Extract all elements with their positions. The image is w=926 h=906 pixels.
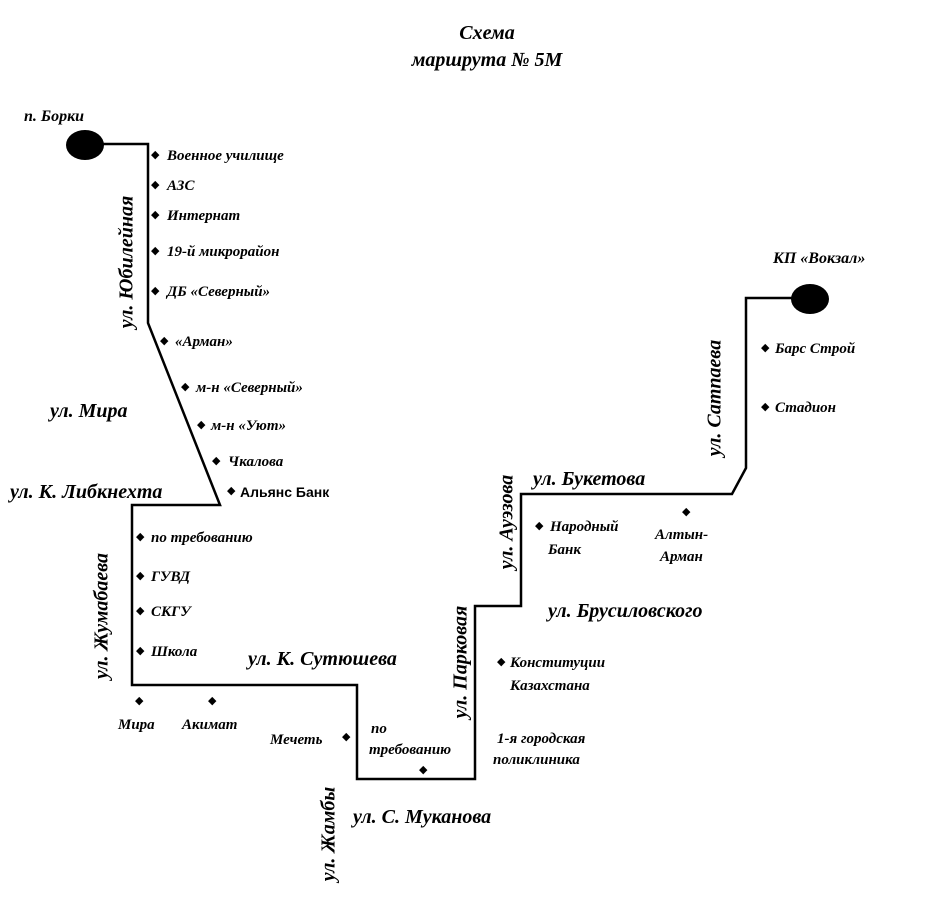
start-terminal-marker — [66, 130, 104, 160]
street-parkovaya: ул. Парковая — [449, 605, 472, 719]
stop-poliklinika-l2: поликлиника — [493, 752, 580, 768]
street-sutyusheva: ул. К. Сутюшева — [248, 648, 397, 670]
stop-po-treb-2-l2: требованию — [369, 742, 452, 758]
stop-dot: ◆ — [181, 381, 190, 393]
stop-dot: ◆ — [227, 485, 236, 497]
stop-dot: ◆ — [136, 531, 145, 543]
stop-dot: ◆ — [761, 401, 770, 413]
stop-po-treb-1: по требованию — [151, 530, 253, 546]
stop-konst-l1: Конституции — [510, 655, 606, 671]
stop-dot: ◆ — [212, 455, 221, 467]
stop-skgu: СКГУ — [151, 604, 191, 620]
map-title-line1: Схема — [459, 22, 515, 44]
stop-mechet: Мечеть — [270, 732, 323, 748]
street-zhumabaeva: ул. Жумабаева — [90, 552, 113, 680]
stop-dot: ◆ — [761, 342, 770, 354]
stop-dot: ◆ — [136, 570, 145, 582]
stop-azs: АЗС — [167, 178, 195, 194]
stop-dot: ◆ — [682, 506, 691, 518]
stop-dot: ◆ — [151, 179, 160, 191]
street-auezova: ул. Ауэзова — [495, 474, 518, 570]
street-liebknecht: ул. К. Либкнехта — [10, 481, 163, 503]
stop-dot: ◆ — [160, 335, 169, 347]
stop-dot: ◆ — [151, 245, 160, 257]
stop-severny: м-н «Северный» — [196, 380, 303, 396]
stop-voennoe: Военное училище — [167, 148, 284, 164]
stop-stadion: Стадион — [775, 400, 836, 416]
stop-dot: ◆ — [135, 695, 144, 707]
end-terminal-marker — [791, 284, 829, 314]
stop-internat: Интернат — [167, 208, 241, 224]
stop-akimat: Акимат — [182, 717, 238, 733]
stop-dot: ◆ — [497, 656, 506, 668]
stop-shkola: Школа — [151, 644, 198, 660]
stop-dot: ◆ — [419, 764, 428, 776]
stop-narodny-l2: Банк — [548, 542, 581, 558]
stop-altyn-l1: Алтын- — [655, 527, 709, 543]
street-mukanova: ул. С. Муканова — [353, 806, 492, 828]
street-satpaeva: ул. Сатпаева — [703, 339, 726, 457]
stop-bars: Барс Строй — [775, 341, 856, 357]
terminal-start-label: п. Борки — [24, 108, 85, 125]
stop-dot: ◆ — [151, 285, 160, 297]
stop-dot: ◆ — [197, 419, 206, 431]
stop-dot: ◆ — [136, 645, 145, 657]
stop-narodny-l1: Народный — [550, 519, 619, 535]
stop-mkr19: 19-й микрорайон — [167, 244, 280, 260]
street-mira: ул. Мира — [50, 400, 128, 422]
stop-konst-l2: Казахстана — [510, 678, 590, 694]
stop-arman: «Арман» — [175, 334, 233, 350]
stop-alyans: Альянс Банк — [240, 484, 330, 500]
stop-guvd: ГУВД — [151, 569, 190, 585]
stop-dot: ◆ — [151, 209, 160, 221]
terminal-end-label: КП «Вокзал» — [773, 250, 866, 267]
stop-poliklinika-l1: 1-я городская — [497, 731, 586, 747]
route-line — [85, 142, 810, 781]
stop-chkalova: Чкалова — [228, 454, 284, 470]
stop-dot: ◆ — [342, 731, 351, 743]
stop-mira: Мира — [118, 717, 155, 733]
street-zhamby: ул. Жамбы — [317, 786, 340, 882]
stop-db-severny: ДБ «Северный» — [167, 284, 271, 300]
stop-dot: ◆ — [208, 695, 217, 707]
stop-uyut: м-н «Уют» — [211, 418, 286, 434]
street-brusilovskogo: ул. Брусиловского — [548, 600, 703, 622]
map-title-line2: маршрута № 5М — [411, 49, 563, 71]
stop-po-treb-2-l1: по — [371, 721, 387, 737]
stop-dot: ◆ — [535, 520, 544, 532]
stop-dot: ◆ — [136, 605, 145, 617]
street-yubileynaya: ул. Юбилейная — [115, 195, 138, 329]
stop-dot: ◆ — [151, 149, 160, 161]
street-buketova: ул. Букетова — [533, 468, 646, 490]
stop-altyn-l2: Арман — [660, 549, 703, 565]
